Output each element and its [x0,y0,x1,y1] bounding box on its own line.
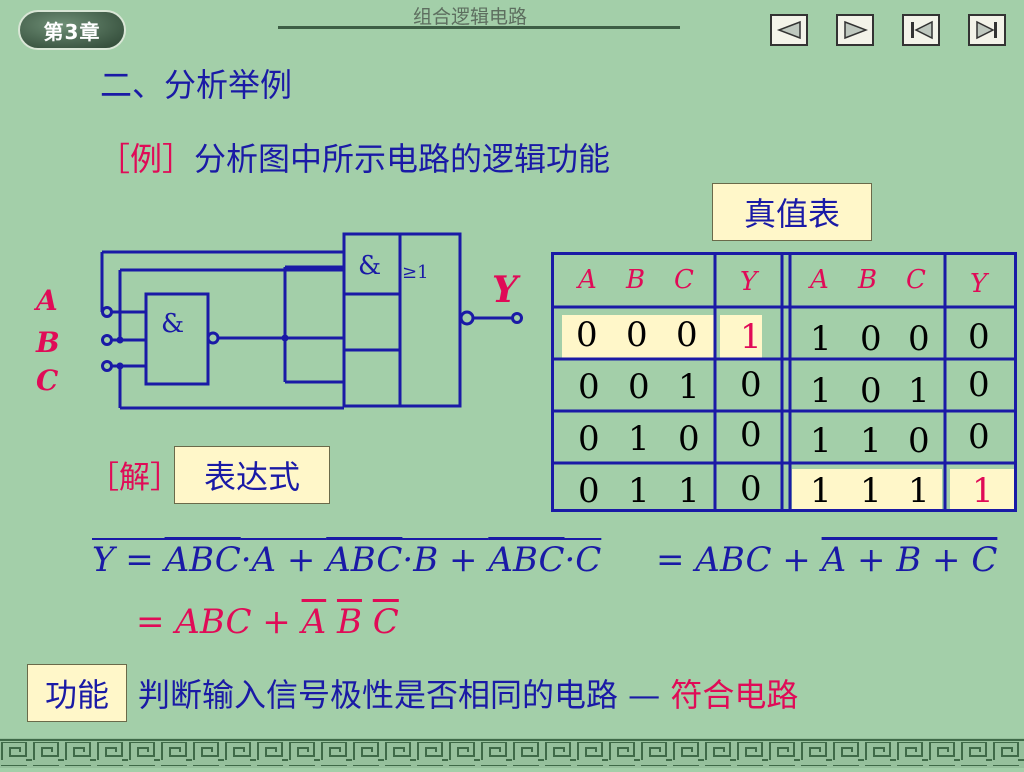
th-right-y: Y [970,269,988,299]
table-cell: 0 [908,319,930,359]
table-cell: 1 [810,371,832,411]
table-cell-y: 0 [740,469,762,509]
th-left-c: C [674,265,694,295]
inverter-bubble [206,331,220,345]
table-cell: 0 [860,319,882,359]
th-left-b: B [626,265,646,295]
function-label: 功能 [27,664,127,722]
expression-label: 表达式 [174,446,330,504]
table-cell-y: 0 [968,417,990,457]
th-right-b: B [858,265,878,295]
table-cell: 0 [576,315,598,355]
table-cell: 1 [810,421,832,461]
table-cell-y: 0 [740,415,762,455]
formula-line-2: = ABC + A B C [136,602,399,642]
table-cell: 0 [578,471,600,511]
table-cell-y: 0 [968,317,990,357]
prev-slide-button[interactable] [770,14,808,46]
logic-circuit: A B C Y & & ≥1 [33,232,523,410]
example-text: 分析图中所示电路的逻辑功能 [194,140,611,178]
output-label-y: Y [492,269,521,311]
example-tag: ［例］ [98,140,195,178]
aoi-or-symbol: ≥1 [402,262,429,283]
example-line: ［例］分析图中所示电路的逻辑功能 [98,134,610,180]
truth-table: A B C Y A B C Y 0 0 0 1 1 0 0 0 0 0 1 0 … [551,252,1017,512]
output-bubble [459,310,475,326]
triangle-right-icon [844,20,868,40]
table-cell: 1 [810,471,832,511]
table-cell: 1 [908,371,930,411]
table-cell: 1 [860,471,882,511]
input-label-b: B [35,326,60,359]
and-gate [144,292,210,386]
table-cell: 1 [810,319,832,359]
table-cell-y: 0 [968,365,990,405]
table-cell: 0 [578,419,600,459]
header-title: 组合逻辑电路 [412,6,527,28]
th-left-a: A [578,265,597,295]
skip-first-icon [911,20,933,40]
table-cell: 1 [678,367,700,407]
formula-line-1: Y = ABC·A + ABC·B + ABC·C [92,540,602,580]
next-slide-button[interactable] [836,14,874,46]
chapter-badge: 第3章 [18,10,126,50]
th-right-c: C [906,265,926,295]
input-terminal-c [101,360,113,372]
truth-table-grid [554,255,1014,509]
decorative-border [0,738,1024,768]
function-description: 判断输入信号极性是否相同的电路 — 符合电路 [138,670,798,716]
table-cell: 1 [628,419,650,459]
table-cell: 0 [626,315,648,355]
skip-last-icon [976,20,997,40]
table-cell: 1 [908,471,930,511]
section-heading: 二、分析举例 [100,66,293,104]
table-cell-y: 1 [972,471,994,511]
first-slide-button[interactable] [902,14,940,46]
table-cell: 0 [628,367,650,407]
table-cell: 0 [678,419,700,459]
th-right-a: A [810,265,829,295]
table-cell: 0 [860,371,882,411]
triangle-left-icon [776,20,801,40]
input-label-a: A [33,284,58,317]
table-cell-y: 0 [740,365,762,405]
formula-line-1b: = ABC + A + B + C [656,540,998,580]
table-cell: 1 [860,421,882,461]
input-terminal-a [101,306,113,318]
input-label-c: C [36,364,59,397]
table-cell: 1 [678,471,700,511]
input-terminal-b [101,334,113,346]
th-left-y: Y [740,267,758,297]
aoi-and-symbol: & [358,251,381,281]
truth-table-title: 真值表 [712,183,872,241]
fret-pattern-icon [0,739,1024,766]
function-text: 判断输入信号极性是否相同的电路 — [138,676,661,714]
table-cell: 1 [628,471,650,511]
last-slide-button[interactable] [968,14,1006,46]
table-cell-y: 1 [740,317,762,357]
header-divider [278,26,680,29]
function-result: 符合电路 [670,676,799,714]
and-gate-symbol: & [161,309,184,339]
table-cell: 0 [578,367,600,407]
solution-tag: ［解］ [88,460,181,496]
table-cell: 0 [908,421,930,461]
output-terminal [511,312,523,324]
table-cell: 0 [676,315,698,355]
